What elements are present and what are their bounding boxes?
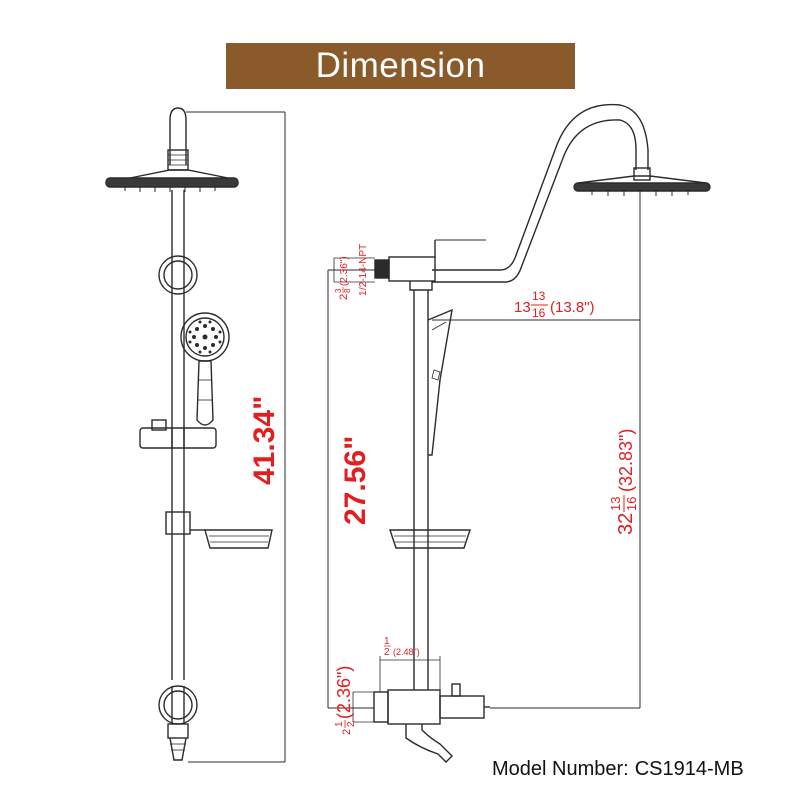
- title-banner: Dimension: [226, 43, 575, 89]
- arm-reach-denominator: 16: [532, 306, 546, 320]
- valve-offset-numerator: 1: [384, 636, 390, 647]
- valve-offset-denominator: 2: [384, 647, 390, 658]
- thread-numerator: 1: [358, 290, 369, 296]
- top-connector-decimal: (2.36"): [339, 256, 350, 286]
- front-rain-head-face: [105, 177, 239, 188]
- arm-reach-decimal: (13.8"): [550, 299, 595, 316]
- side-top-connector-label: 2 3 8 (2.36"): [334, 256, 352, 300]
- side-valve-handle: [439, 695, 485, 719]
- top-connector-denominator: 8: [343, 288, 352, 293]
- side-valve-height-label: 2 1 2 (2.36"): [334, 666, 357, 735]
- model-number-label: Model Number:: [492, 758, 629, 780]
- side-shower-arm-outer: [432, 103, 649, 271]
- overall-height-numerator: 13: [608, 497, 623, 511]
- thread-rest: /2-14-NPT: [358, 244, 369, 290]
- front-hand-shower-handle: [196, 360, 214, 426]
- front-rain-head: [129, 169, 229, 179]
- page-title: Dimension: [315, 46, 486, 85]
- side-overall-height-label: 32 13 16 (32.83"): [608, 429, 639, 535]
- side-soap-dish: [389, 529, 471, 549]
- valve-height-whole: 2: [341, 729, 353, 735]
- front-soap-dish-mount: [165, 511, 191, 535]
- front-bottom-spout: [167, 723, 189, 739]
- side-valve-body: [387, 689, 441, 725]
- side-top-bracket: [374, 259, 390, 279]
- valve-height-numerator: 1: [334, 721, 345, 727]
- side-height-to-arm-label: 27.56": [339, 436, 372, 525]
- side-thread-spec-label: 1 /2-14-NPT: [358, 244, 369, 296]
- side-valve-offset-label: 1 2 (2.48"): [384, 636, 420, 658]
- side-rain-head: [577, 175, 707, 184]
- top-connector-whole: 2: [338, 294, 350, 300]
- banner-background: [226, 43, 575, 89]
- front-soap-dish: [204, 529, 273, 549]
- valve-height-denominator: 2: [346, 721, 357, 727]
- front-view: [105, 107, 286, 763]
- model-number-value: CS1914-MB: [634, 758, 744, 780]
- front-upper-wall-mount: [158, 255, 198, 295]
- model-number: Model Number:CS1914-MB: [492, 758, 750, 781]
- side-tub-spout: [405, 724, 453, 763]
- valve-offset-decimal: (2.48"): [393, 647, 420, 657]
- side-shower-arm-inner: [432, 119, 637, 283]
- side-hand-shower: [427, 308, 453, 456]
- front-slide-holder: [139, 427, 217, 449]
- front-total-height-label: 41.34": [248, 396, 281, 485]
- side-arm-reach-label: 13 13 16 (13.8"): [514, 289, 595, 320]
- front-top-pipe: [169, 107, 187, 165]
- overall-height-denominator: 16: [624, 497, 639, 511]
- arm-reach-whole: 13: [514, 299, 531, 316]
- overall-height-decimal: (32.83"): [616, 429, 636, 492]
- side-view: [327, 103, 711, 763]
- top-connector-numerator: 3: [334, 288, 343, 293]
- valve-height-decimal: (2.36"): [334, 666, 354, 719]
- side-t-joint: [409, 281, 433, 291]
- banner-rect: [226, 43, 575, 89]
- arm-reach-numerator: 13: [532, 289, 546, 303]
- overall-height-whole: 32: [615, 513, 637, 535]
